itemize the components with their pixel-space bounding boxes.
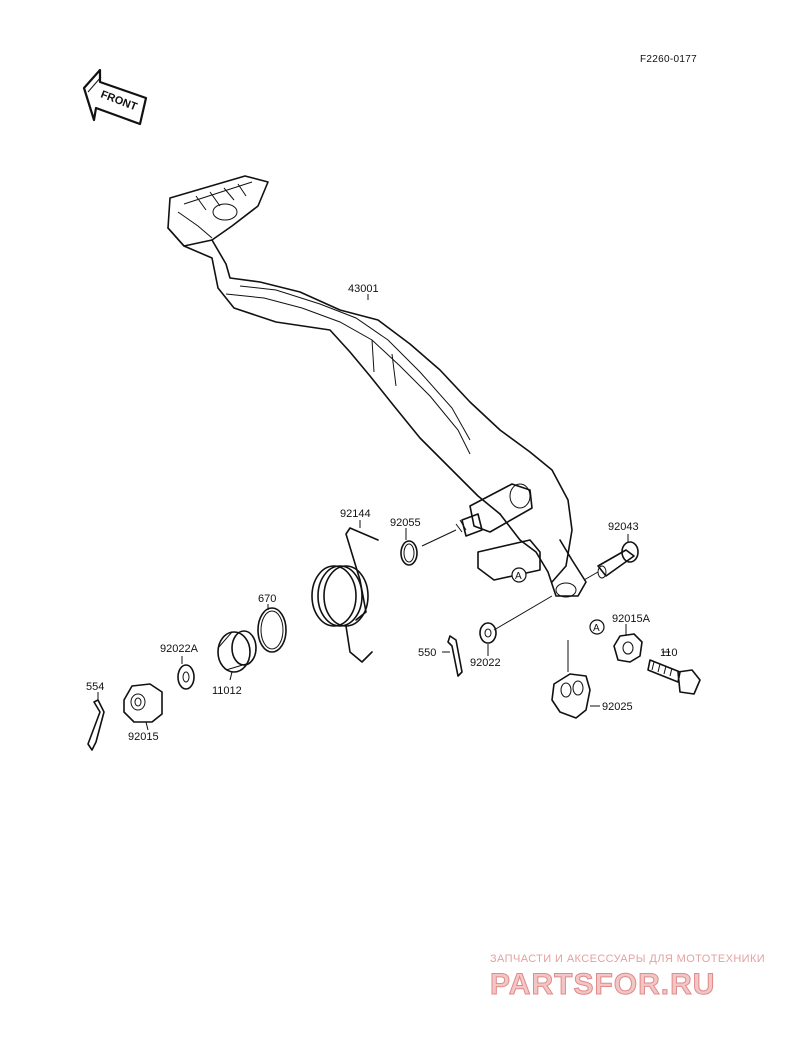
assembly-lines (421, 529, 599, 631)
label-110: 110 (660, 647, 678, 659)
label-92022: 92022 (470, 657, 501, 669)
nut-92015 (123, 683, 163, 723)
washer-92022A (177, 664, 195, 690)
watermark-tagline: ЗАПЧАСТИ И АКСЕССУАРЫ ДЛЯ МОТОТЕХНИКИ (490, 953, 765, 965)
label-550: 550 (418, 647, 436, 659)
part-labels: 43001 92144 92055 92043 670 92022A 11012… (86, 283, 678, 743)
ref-marker-a-2: A (589, 619, 605, 635)
label-92015A: 92015A (612, 613, 651, 625)
washer-92022 (479, 622, 497, 644)
diagram-code: F2260-0177 (640, 54, 697, 65)
clevis-92025 (551, 640, 591, 719)
label-92015: 92015 (128, 731, 159, 743)
label-554: 554 (86, 681, 104, 693)
return-spring (311, 527, 379, 663)
label-92043: 92043 (608, 521, 639, 533)
front-arrow-icon: FRONT (82, 68, 148, 126)
o-ring-92055 (400, 540, 418, 566)
pin-92043 (597, 541, 639, 579)
watermark-logo: PARTSFOR.RU (490, 968, 715, 1001)
o-ring-670 (257, 607, 287, 653)
brake-pedal (167, 175, 587, 598)
seal-11012 (217, 630, 257, 673)
watermark: ЗАПЧАСТИ И АКСЕССУАРЫ ДЛЯ МОТОТЕХНИКИ PA… (490, 953, 765, 1002)
label-92144: 92144 (340, 508, 371, 520)
cotter-pin-550 (447, 635, 463, 677)
svg-text:A: A (515, 571, 522, 582)
label-11012: 11012 (212, 685, 242, 697)
label-92022A: 92022A (160, 643, 199, 655)
nut-92015A (613, 633, 643, 663)
label-670: 670 (258, 593, 276, 605)
bolt-110 (647, 659, 701, 695)
ref-marker-a-1: A (511, 567, 527, 583)
cotter-pin-554 (87, 699, 105, 751)
leader-lines (97, 294, 670, 731)
svg-text:A: A (593, 623, 600, 634)
label-92025: 92025 (602, 701, 633, 713)
label-92055: 92055 (390, 517, 421, 529)
label-43001: 43001 (348, 283, 379, 295)
